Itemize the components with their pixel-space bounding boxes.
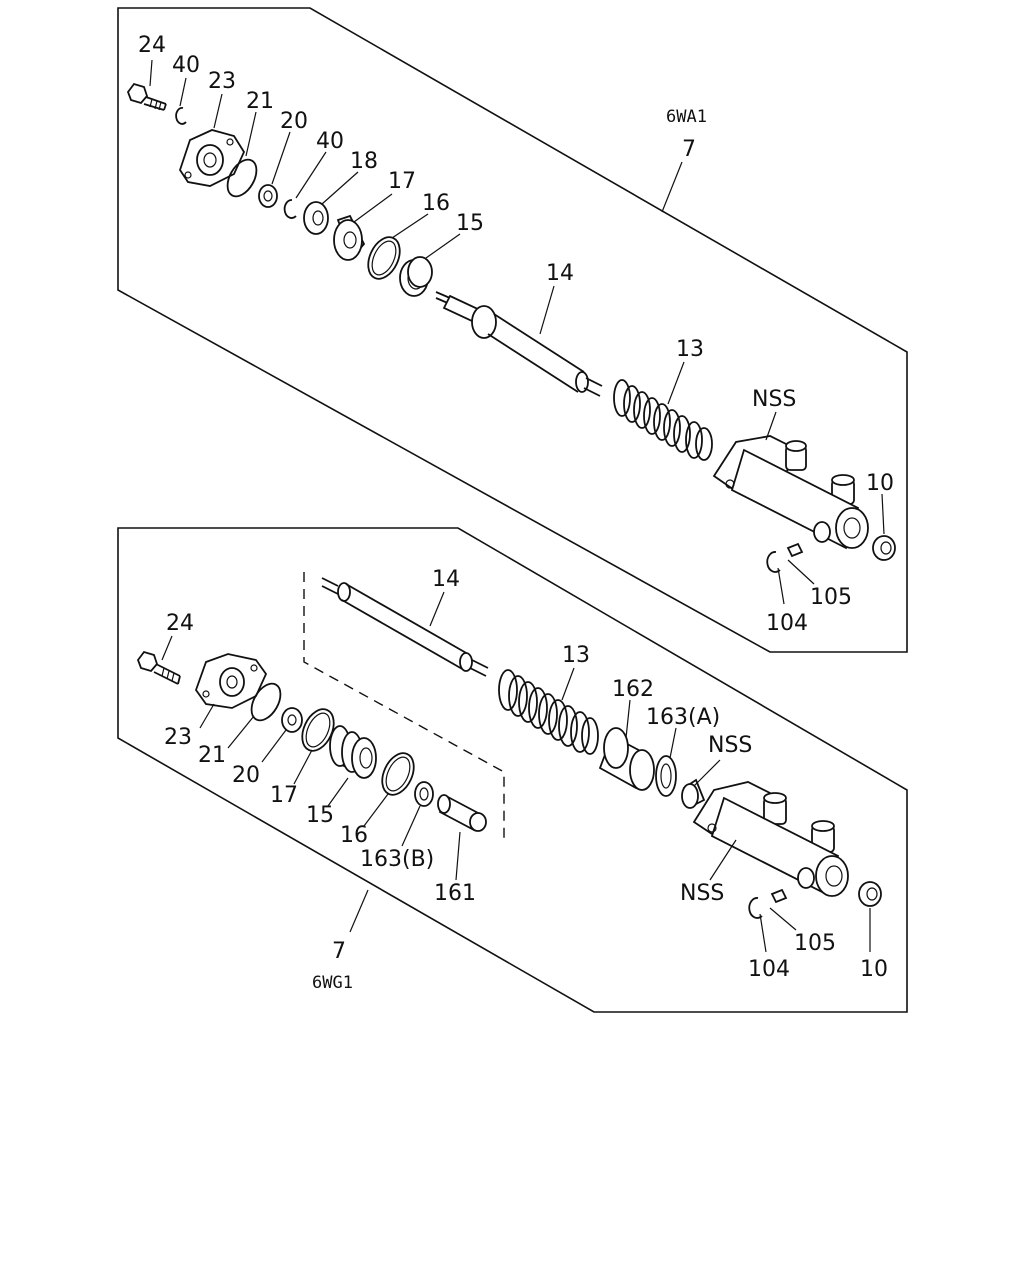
part-23-flange (179, 129, 246, 187)
part-10-cap (872, 535, 896, 561)
lower-label-163a: 163(A) (646, 705, 720, 730)
lower-leaders (161, 591, 871, 953)
part-40-snap-ring (175, 107, 187, 125)
lower-label-20: 20 (232, 763, 260, 788)
upper-label-21: 21 (246, 89, 274, 114)
lower-label-17: 17 (270, 783, 298, 808)
part-14-push-rod (435, 291, 603, 397)
dashed-subassembly-bracket (303, 572, 505, 840)
part-16-seal (367, 236, 401, 280)
lower-label-21: 21 (198, 743, 226, 768)
part-14-rod (321, 577, 489, 677)
part-104-clip-lower (748, 897, 763, 919)
part-24-bolt (126, 82, 167, 111)
part-13-spring (613, 379, 713, 461)
part-23-flange-lower (194, 653, 268, 709)
part-18-washer (303, 201, 329, 235)
part-20-nut (258, 184, 278, 208)
lower-label-16: 16 (340, 823, 368, 848)
upper-label-14: 14 (546, 261, 574, 286)
part-105-bleeder-lower (770, 888, 788, 904)
lower-label-163b: 163(B) (360, 847, 434, 872)
upper-label-105: 105 (810, 585, 852, 610)
part-15-piston-lower (329, 725, 377, 779)
lower-label-13: 13 (562, 643, 590, 668)
part-24-bolt-lower (136, 650, 181, 685)
part-162-sleeve (598, 727, 655, 791)
part-20-nut-lower (281, 707, 303, 733)
part-15-piston (399, 256, 433, 297)
washer-upper (813, 521, 831, 543)
upper-label-24: 24 (138, 33, 166, 58)
lower-label-nss-2: NSS (680, 881, 724, 906)
lower-panel: 14 24 13 162 163(A) NSS 23 21 20 17 15 1… (117, 527, 908, 1013)
upper-label-16: 16 (422, 191, 450, 216)
upper-label-18: 18 (350, 149, 378, 174)
lower-label-161: 161 (434, 881, 476, 906)
lower-callout-7: 7 (332, 939, 346, 964)
upper-label-17: 17 (388, 169, 416, 194)
lower-label-23: 23 (164, 725, 192, 750)
cylinder-body-nss-lower (692, 781, 849, 897)
upper-label-104: 104 (766, 611, 808, 636)
part-16-seal-lower (381, 752, 415, 796)
lower-label-15: 15 (306, 803, 334, 828)
part-21-o-ring-lower (250, 682, 282, 722)
upper-panel-frame (117, 7, 908, 653)
lower-label-24: 24 (166, 611, 194, 636)
part-17-bushing (333, 214, 366, 261)
lower-variant-label: 6WG1 (312, 973, 353, 993)
upper-label-40-2: 40 (316, 129, 344, 154)
upper-label-20: 20 (280, 109, 308, 134)
washer-lower (797, 867, 815, 889)
part-10-cap-lower (858, 881, 882, 907)
upper-label-13: 13 (676, 337, 704, 362)
cylinder-body-nss-upper (712, 435, 869, 550)
part-105-bleeder (786, 542, 804, 558)
part-104-clip (766, 551, 781, 573)
part-40-snap-ring-2 (283, 199, 297, 219)
lower-label-nss-1: NSS (708, 733, 752, 758)
lower-label-14: 14 (432, 567, 460, 592)
part-163b-washer (414, 781, 434, 807)
lower-label-162: 162 (612, 677, 654, 702)
lower-label-105: 105 (794, 931, 836, 956)
upper-label-23: 23 (208, 69, 236, 94)
lower-panel-frame (117, 527, 908, 1013)
part-21-o-ring (226, 158, 258, 198)
upper-label-40: 40 (172, 53, 200, 78)
upper-leaders (149, 59, 885, 605)
upper-callout-7: 7 (682, 137, 696, 162)
lower-label-104: 104 (748, 957, 790, 982)
nss-bushing (681, 778, 706, 809)
upper-panel: 24 40 23 21 20 40 18 17 16 15 14 13 NSS … (117, 7, 908, 653)
lower-label-10: 10 (860, 957, 888, 982)
part-163a-washer (655, 755, 677, 797)
upper-label-10: 10 (866, 471, 894, 496)
upper-label-nss: NSS (752, 387, 796, 412)
part-13-spring-lower (498, 669, 599, 755)
part-161-pin (437, 794, 487, 832)
upper-variant-label: 6WA1 (666, 107, 707, 127)
upper-label-15: 15 (456, 211, 484, 236)
